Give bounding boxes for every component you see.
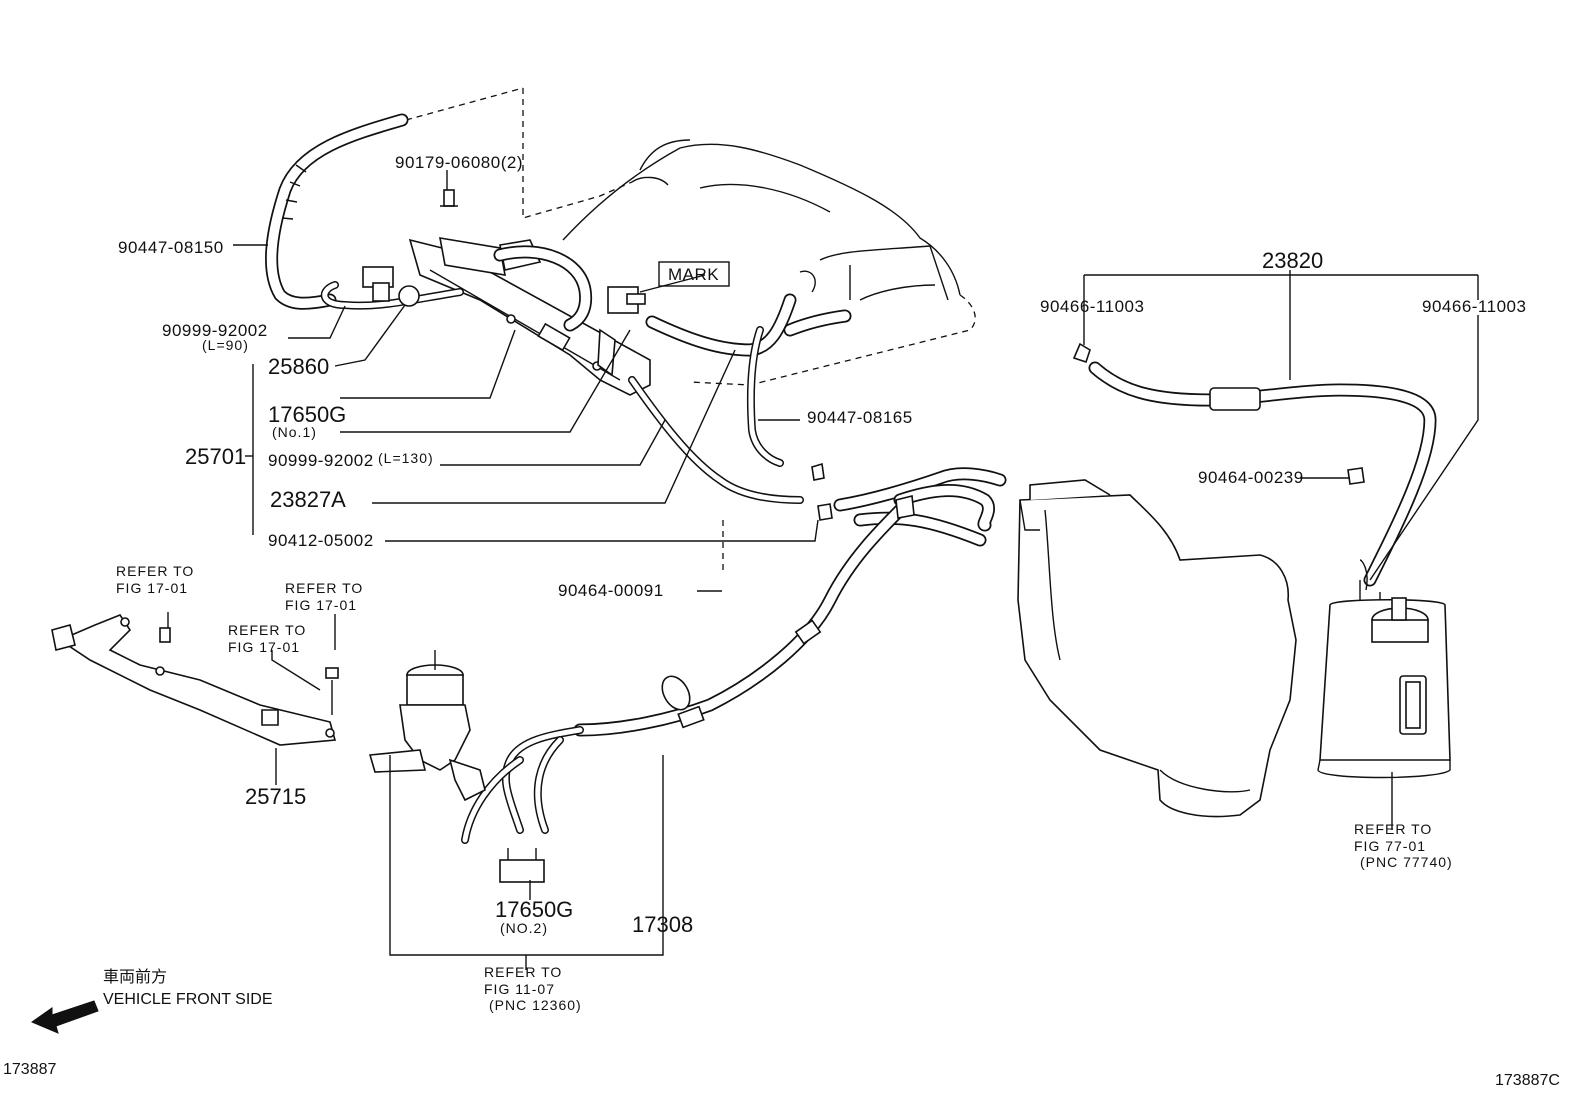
callout-17308: 17308 xyxy=(632,912,693,937)
callout-90999-92002-l130: 90999-92002 xyxy=(268,451,374,470)
callout-l90: (L=90) xyxy=(202,337,249,353)
hose-clamps xyxy=(661,342,1365,729)
callout-labels: 90179-06080(2) 90447-08150 MARK 23820 90… xyxy=(118,153,1526,937)
vsv-bracket xyxy=(408,237,651,396)
refer-notes: REFER TO FIG 17-01 REFER TO FIG 17-01 RE… xyxy=(116,563,1453,1013)
callout-23820: 23820 xyxy=(1262,248,1323,273)
intake-manifold-outline xyxy=(405,87,976,386)
callout-25715: 25715 xyxy=(245,784,306,809)
callout-90412-05002: 90412-05002 xyxy=(268,531,374,550)
callout-90466-11003-left: 90466-11003 xyxy=(1040,297,1144,316)
vsv-no2-mount xyxy=(368,650,545,883)
callout-17650g-no2: 17650G xyxy=(495,897,573,922)
callout-25701: 25701 xyxy=(185,444,246,469)
callout-90466-11003-right: 90466-11003 xyxy=(1422,297,1526,316)
charcoal-canister xyxy=(1317,559,1451,779)
diagram-id-left: 173887 xyxy=(3,1061,56,1078)
leader-lines xyxy=(167,170,1479,970)
callout-25860: 25860 xyxy=(268,354,329,379)
mark-box xyxy=(658,261,730,287)
callout-no1: (No.1) xyxy=(272,424,317,440)
callout-90464-00239: 90464-00239 xyxy=(1198,468,1304,487)
front-label-en: VEHICLE FRONT SIDE xyxy=(103,991,273,1008)
diagram-id-right: 173887C xyxy=(1495,1072,1560,1089)
front-label-jp: 車両前方 xyxy=(103,968,167,986)
refer-5-line3: (PNC 77740) xyxy=(1360,854,1453,870)
refer-4-line1: REFER TO xyxy=(484,964,562,980)
refer-4-line3: (PNC 12360) xyxy=(489,997,582,1013)
refer-4-line2: FIG 11-07 xyxy=(484,981,555,997)
callout-90999-92002-l90: 90999-92002 xyxy=(162,321,268,340)
refer-5-line2: FIG 77-01 xyxy=(1354,838,1426,854)
hoses xyxy=(265,113,1437,844)
callout-90464-00091: 90464-00091 xyxy=(558,581,664,600)
callout-23827a: 23827A xyxy=(270,487,346,512)
refer-2-line1: REFER TO xyxy=(285,580,363,596)
callout-17650g-no1: 17650G xyxy=(268,402,346,427)
callout-mark: MARK xyxy=(668,265,719,284)
callout-90447-08165: 90447-08165 xyxy=(807,408,913,427)
bracket-25715 xyxy=(51,614,339,746)
callout-90179-06080: 90179-06080(2) xyxy=(395,153,523,172)
callout-no2: (NO.2) xyxy=(500,920,548,936)
callout-90447-08150: 90447-08150 xyxy=(118,238,224,257)
refer-3-line2: FIG 17-01 xyxy=(228,639,300,655)
front-indicator: 車両前方 VEHICLE FRONT SIDE xyxy=(30,968,273,1034)
fuel-tank xyxy=(1017,479,1297,818)
front-direction-arrow-icon xyxy=(30,1000,99,1034)
refer-1-line2: FIG 17-01 xyxy=(116,580,188,596)
callout-l130: (L=130) xyxy=(378,450,434,466)
refer-1-line1: REFER TO xyxy=(116,563,194,579)
refer-3-line1: REFER TO xyxy=(228,622,306,638)
vsv-valves xyxy=(362,189,646,314)
refer-2-line2: FIG 17-01 xyxy=(285,597,357,613)
refer-5-line1: REFER TO xyxy=(1354,821,1432,837)
